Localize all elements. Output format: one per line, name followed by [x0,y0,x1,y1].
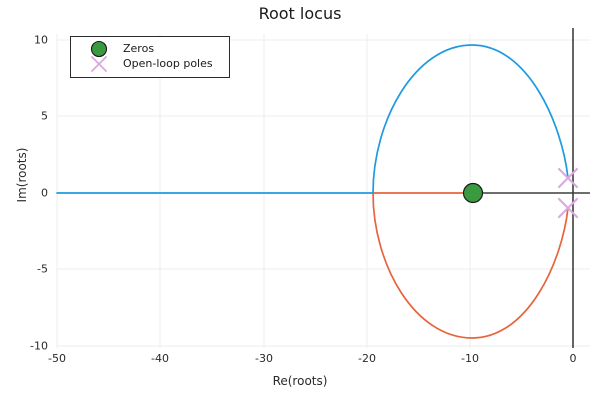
legend-zeros-icon [90,40,108,58]
pole-marker-lower [557,197,579,219]
x-tick-label: -20 [358,352,376,365]
legend-poles-icon [91,56,107,72]
zero-marker [462,182,484,204]
x-axis-label: Re(roots) [272,374,328,388]
y-tick-label: 10 [34,33,48,47]
legend-item-open-loop-poles: Open-loop poles [123,57,213,70]
locus-branch-lower [372,192,569,339]
grid-lines-vertical [56,34,574,348]
x-tick-label: -50 [48,352,66,365]
y-tick-label: 5 [41,109,48,123]
legend: Zeros Open-loop poles [70,36,230,78]
x-tick-label: -30 [255,352,273,365]
legend-item-zeros: Zeros [123,42,155,55]
pole-marker-upper [557,167,579,189]
x-tick-label: 0 [569,352,577,365]
locus-branch-upper [56,44,569,194]
x-tick-label: -10 [461,352,479,365]
x-tick-label: -40 [151,352,169,365]
y-tick-label: -5 [37,262,48,276]
page-title: Root locus [258,4,342,23]
y-tick-label: -10 [30,339,48,353]
legend-markers [90,40,108,72]
y-tick-label: 0 [41,186,48,200]
